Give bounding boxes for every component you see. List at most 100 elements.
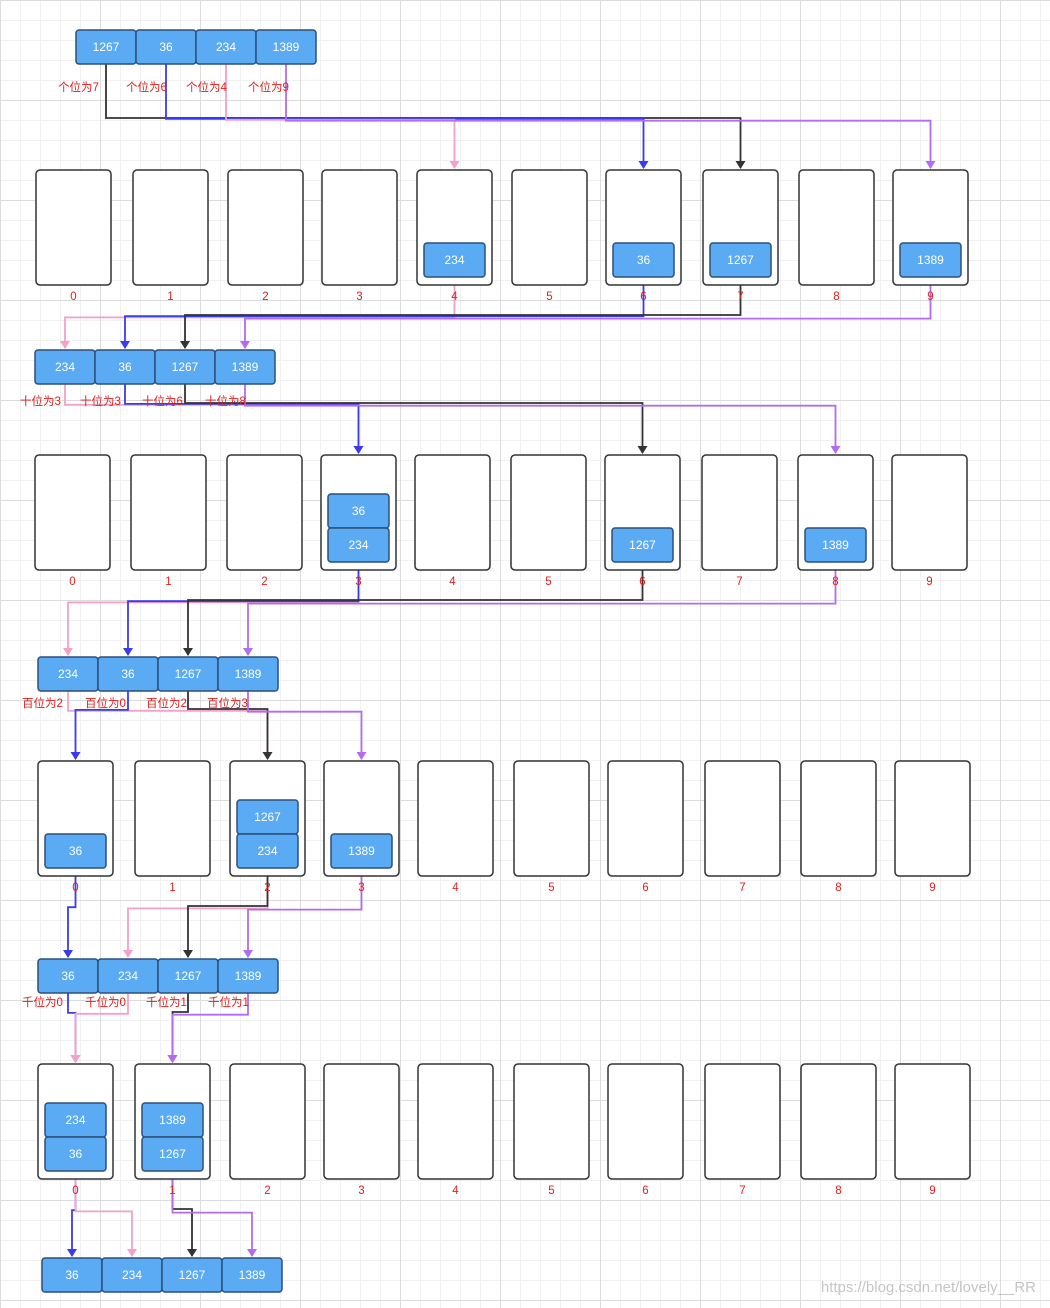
list-row1-item-2-label: 1267 <box>172 360 199 374</box>
connector-down-r2-1389 <box>247 691 367 760</box>
bucket-item-r2-2-1: 234 <box>236 833 299 869</box>
list-row0-item-1-label: 36 <box>159 40 173 54</box>
bucket-index-r2-6: 6 <box>642 882 648 894</box>
connector-down-r3-234 <box>70 993 129 1063</box>
bucket-item-r3-0-1-label: 36 <box>69 1147 83 1161</box>
connector-down-r0-36 <box>165 64 649 169</box>
list-row4-item-1-label: 234 <box>122 1268 142 1282</box>
list-row3-item-0: 36 <box>37 958 99 994</box>
digit-note-r1-0: 十位为3 <box>20 394 61 408</box>
list-row3-item-3: 1389 <box>217 958 279 994</box>
connector-down-r3-1389 <box>167 993 249 1063</box>
bucket-r2-6 <box>607 760 684 877</box>
list-row0-item-1: 36 <box>135 29 197 65</box>
list-row3-item-2-label: 1267 <box>175 969 202 983</box>
bucket-item-r0-9-0: 1389 <box>899 242 962 278</box>
list-row3-item-0-label: 36 <box>61 969 75 983</box>
digit-note-r0-1: 个位为6 <box>126 80 167 94</box>
bucket-item-r2-3-0: 1389 <box>330 833 393 869</box>
bucket-index-r3-9: 9 <box>929 1185 935 1197</box>
bucket-r3-8 <box>800 1063 877 1180</box>
bucket-r2-9 <box>894 760 971 877</box>
bucket-r1-0 <box>34 454 111 571</box>
connector-up-r1-234 <box>63 570 360 656</box>
bucket-item-r1-8-0-rect <box>804 527 867 563</box>
bucket-r2-7 <box>704 760 781 877</box>
bucket-item-r2-0-0-rect <box>44 833 107 869</box>
bucket-item-r1-8-0-label: 1389 <box>822 538 849 552</box>
digit-note-r2-3: 百位为3 <box>207 696 248 710</box>
bucket-r1-4 <box>414 454 491 571</box>
digit-note-r2-2: 百位为2 <box>146 696 187 710</box>
list-row3-item-3-rect <box>217 958 279 994</box>
digit-note-r2-1: 百位为0 <box>85 696 126 710</box>
bucket-r1-2 <box>226 454 303 571</box>
bucket-index-r3-8: 8 <box>835 1185 841 1197</box>
bucket-r2-8 <box>800 760 877 877</box>
bucket-index-r1-7: 7 <box>736 576 742 588</box>
digit-note-r2-0: 百位为2 <box>22 696 63 710</box>
bucket-item-r1-3-1-rect <box>327 527 390 563</box>
bucket-index-r2-8: 8 <box>835 882 841 894</box>
bucket-index-r3-1: 1 <box>169 1185 175 1197</box>
bucket-r1-9 <box>891 454 968 571</box>
bucket-r0-2 <box>227 169 304 286</box>
bucket-r3-4 <box>417 1063 494 1180</box>
bucket-index-r0-4: 4 <box>451 291 458 303</box>
connector-up-r2-1389 <box>243 876 363 958</box>
bucket-r3-7 <box>704 1063 781 1180</box>
bucket-index-r2-4: 4 <box>452 882 459 894</box>
bucket-index-r3-4: 4 <box>452 1185 459 1197</box>
connector-down-r1-36 <box>124 384 364 454</box>
bucket-r0-0 <box>35 169 112 286</box>
list-row4-item-3-rect <box>221 1257 283 1293</box>
list-row1-item-0: 234 <box>34 349 96 385</box>
bucket-item-r2-0-0: 36 <box>44 833 107 869</box>
digit-note-r0-0: 个位为7 <box>58 80 99 94</box>
bucket-index-r1-4: 4 <box>449 576 456 588</box>
bucket-item-r3-1-1-label: 1267 <box>159 1147 186 1161</box>
list-row4-item-3: 1389 <box>221 1257 283 1293</box>
connector-down-r1-1267 <box>184 384 648 454</box>
bucket-index-r0-1: 1 <box>167 291 173 303</box>
list-row2-item-2: 1267 <box>157 656 219 692</box>
bucket-r2-5 <box>513 760 590 877</box>
bucket-index-r1-3: 3 <box>355 576 361 588</box>
bucket-index-r3-7: 7 <box>739 1185 745 1197</box>
bucket-item-r3-0-0: 234 <box>44 1102 107 1138</box>
bucket-r2-4 <box>417 760 494 877</box>
list-row4-item-2-label: 1267 <box>179 1268 206 1282</box>
bucket-item-r1-3-0: 36 <box>327 493 390 529</box>
bucket-index-r2-2: 2 <box>264 882 270 894</box>
bucket-index-r1-5: 5 <box>545 576 551 588</box>
digit-note-r0-3: 个位为9 <box>248 80 289 94</box>
connector-down-r2-1267 <box>187 691 273 760</box>
bucket-index-r0-2: 2 <box>262 291 268 303</box>
bucket-index-r2-3: 3 <box>358 882 364 894</box>
connector-up-r3-234 <box>74 1179 137 1257</box>
bucket-r3-9 <box>894 1063 971 1180</box>
digit-note-r1-1: 十位为3 <box>80 394 121 408</box>
digit-note-r3-3: 千位为1 <box>208 995 249 1009</box>
bucket-r1-7 <box>701 454 778 571</box>
list-row2-item-2-label: 1267 <box>175 667 202 681</box>
list-row1-item-3-label: 1389 <box>232 360 259 374</box>
bucket-item-r1-6-0: 1267 <box>611 527 674 563</box>
list-row2-item-3: 1389 <box>217 656 279 692</box>
connector-up-r0-36 <box>120 285 645 349</box>
connector-down-r3-36 <box>67 993 81 1063</box>
list-row0-item-2-label: 234 <box>216 40 236 54</box>
bucket-item-r0-6-0-label: 36 <box>637 253 651 267</box>
connector-down-r1-234 <box>64 384 364 454</box>
bucket-item-r3-1-1: 1267 <box>141 1136 204 1172</box>
list-row1-item-3: 1389 <box>214 349 276 385</box>
connector-up-r1-1267 <box>183 570 644 656</box>
bucket-item-r3-1-0-label: 1389 <box>159 1113 186 1127</box>
connector-down-r0-1267 <box>105 64 746 169</box>
digit-note-r0-2: 个位为4 <box>186 80 227 94</box>
digit-note-r3-2: 千位为1 <box>146 995 187 1009</box>
bucket-index-r0-0: 0 <box>70 291 76 303</box>
bucket-item-r1-3-1: 234 <box>327 527 390 563</box>
bucket-item-r2-3-0-rect <box>330 833 393 869</box>
connector-up-r1-1389 <box>243 570 837 656</box>
